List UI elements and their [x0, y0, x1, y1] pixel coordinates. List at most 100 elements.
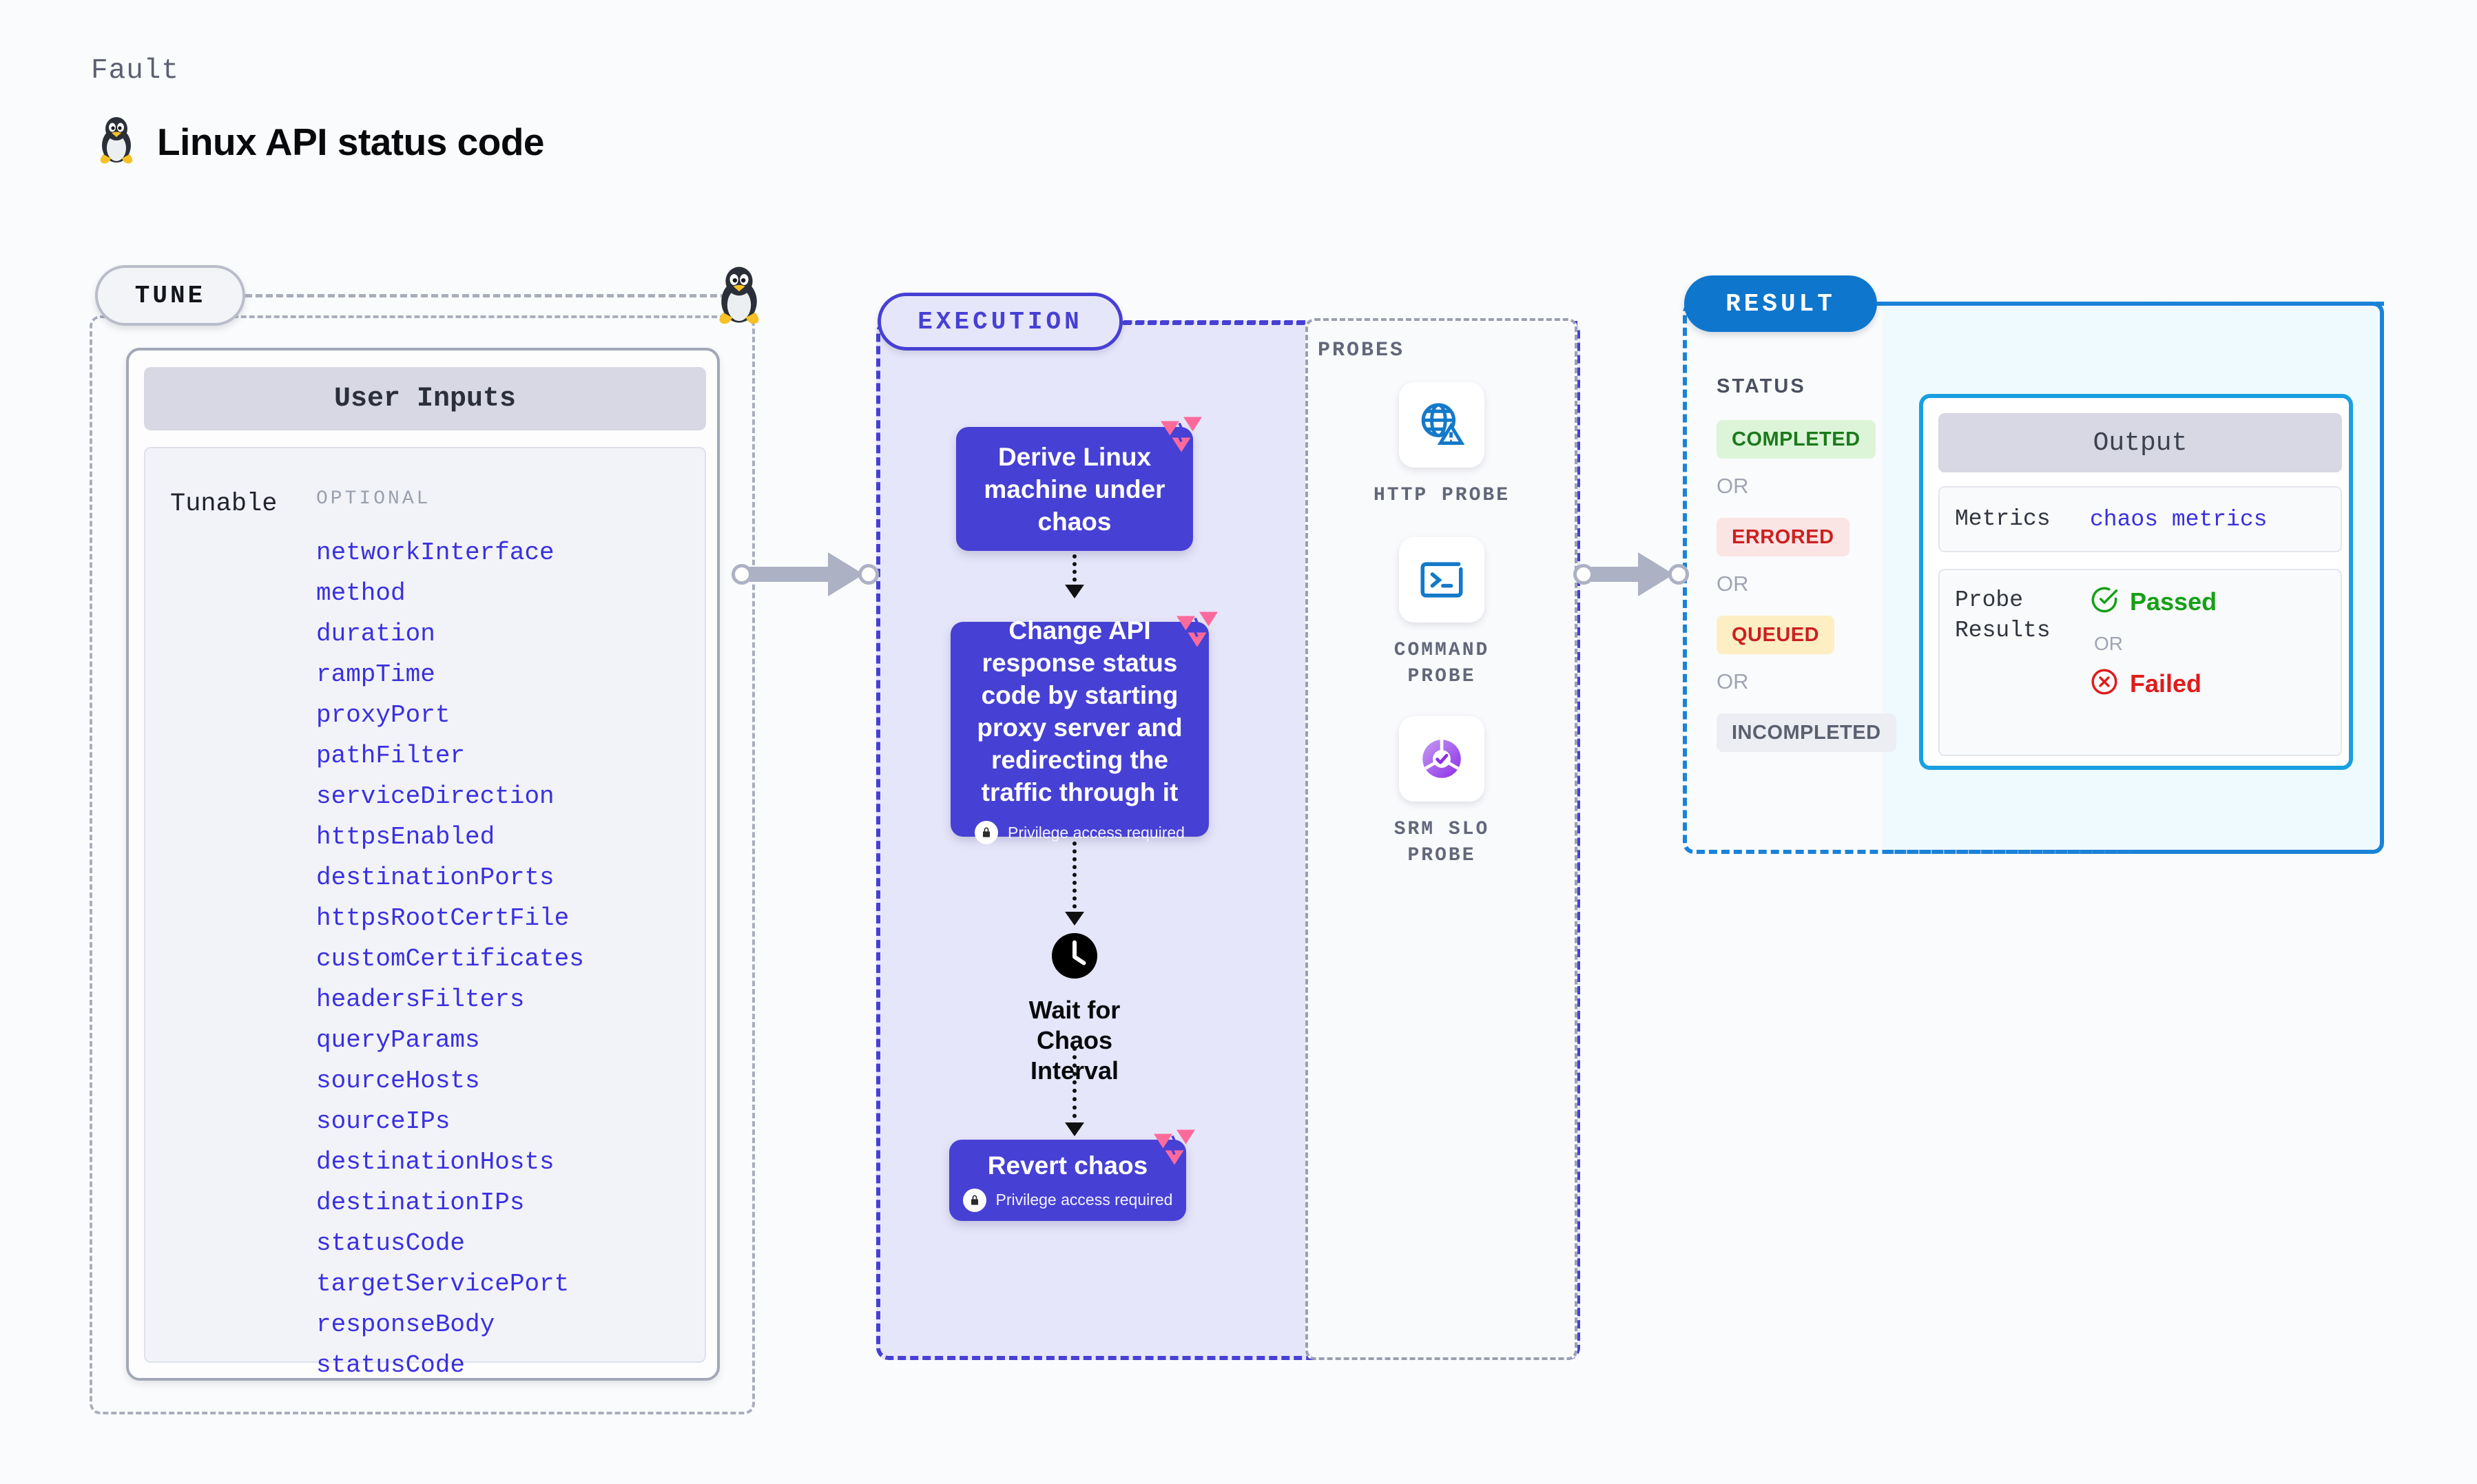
- connector-execution-to-result: [1573, 552, 1689, 596]
- tunable-parameter[interactable]: queryParams: [316, 1026, 480, 1054]
- tunable-parameter[interactable]: networkInterface: [316, 539, 555, 567]
- privilege-notice: Privilege access required: [975, 821, 1185, 844]
- output-title: Output: [1938, 413, 2342, 472]
- tunable-parameter[interactable]: pathFilter: [316, 742, 466, 770]
- tune-section: [90, 315, 755, 1414]
- user-inputs-card: User Inputs Tunable OPTIONAL networkInte…: [126, 348, 720, 1381]
- tunable-parameter[interactable]: duration: [316, 620, 435, 648]
- check-circle-icon: [2090, 585, 2119, 618]
- optional-label: OPTIONAL: [316, 488, 431, 510]
- flow-arrow-2: [1065, 842, 1084, 926]
- privilege-text: Privilege access required: [1008, 823, 1185, 842]
- tunable-parameter[interactable]: targetServicePort: [316, 1270, 570, 1298]
- linux-penguin-icon: [95, 114, 138, 169]
- passed-label: Passed: [2130, 587, 2217, 616]
- tunable-parameter[interactable]: httpsEnabled: [316, 823, 495, 851]
- globe-warning-icon: [1399, 382, 1484, 468]
- arrow-line: [1072, 842, 1077, 924]
- clock-icon: [1050, 931, 1099, 984]
- probe-result-or: OR: [2094, 633, 2123, 654]
- status-or-1: OR: [1717, 474, 1749, 498]
- probe-results-key: Probe Results: [1955, 587, 2051, 643]
- failed-label: Failed: [2130, 669, 2202, 698]
- tunable-parameter[interactable]: method: [316, 579, 406, 607]
- tunable-parameter[interactable]: responseBody: [316, 1310, 495, 1339]
- arrow-line: [1072, 554, 1077, 597]
- probe-label: COMMAND PROBE: [1393, 640, 1490, 687]
- flow-arrow-1: [1065, 554, 1084, 598]
- probe-http[interactable]: HTTP PROBE: [1356, 382, 1528, 509]
- tunable-parameter[interactable]: serviceDirection: [316, 782, 555, 811]
- x-circle-icon: [2090, 667, 2119, 700]
- tunable-label: Tunable: [170, 490, 278, 519]
- execution-step-derive[interactable]: Derive Linux machine under chaos: [956, 417, 1202, 551]
- slo-donut-icon: [1399, 716, 1484, 802]
- terminal-icon: [1399, 537, 1484, 623]
- step-title: Change API response status code by start…: [977, 616, 1183, 806]
- probe-command[interactable]: COMMAND PROBE: [1356, 537, 1528, 690]
- page-title-row: Linux API status code: [95, 114, 545, 169]
- tunable-parameter[interactable]: destinationHosts: [316, 1148, 555, 1176]
- linux-penguin-icon-border: [713, 260, 765, 329]
- tunable-parameter[interactable]: statusCode: [316, 1229, 466, 1257]
- probes-title: PROBES: [1318, 339, 1405, 362]
- output-card: Output Metrics chaos metrics Probe Resul…: [1919, 394, 2353, 770]
- output-metrics-row: Metrics chaos metrics: [1938, 486, 2342, 552]
- status-badge-errored: ERRORED: [1717, 518, 1849, 556]
- status-or-2: OR: [1717, 572, 1749, 596]
- step-title: Derive Linux machine under chaos: [984, 442, 1165, 536]
- arrow-head: [1065, 585, 1084, 598]
- privilege-text: Privilege access required: [995, 1191, 1173, 1209]
- tune-connector-line: [245, 294, 727, 297]
- connector-bar: [749, 567, 831, 582]
- probe-result-passed: Passed: [2090, 585, 2217, 618]
- arrow-line: [1072, 1047, 1077, 1135]
- connector-start-dot: [1573, 564, 1594, 585]
- execution-step-change-status[interactable]: Change API response status code by start…: [951, 612, 1218, 844]
- status-or-3: OR: [1717, 669, 1749, 693]
- connector-start-dot: [732, 564, 752, 585]
- user-inputs-body: Tunable OPTIONAL networkInterface method d…: [144, 447, 706, 1379]
- arrow-head: [1065, 1122, 1084, 1136]
- tunable-parameter[interactable]: sourceHosts: [316, 1067, 480, 1095]
- status-badge-completed: COMPLETED: [1717, 420, 1876, 459]
- connector-arrow-head: [828, 552, 864, 596]
- chaos-mark-icon: [1152, 1127, 1197, 1167]
- tunable-parameter[interactable]: statusCode: [316, 1351, 466, 1379]
- tunable-parameter[interactable]: rampTime: [316, 660, 435, 689]
- tune-pill[interactable]: TUNE: [95, 265, 245, 326]
- probe-label: SRM SLO PROBE: [1393, 819, 1490, 866]
- probe-srm-slo[interactable]: SRM SLO PROBE: [1356, 716, 1528, 869]
- execution-pill[interactable]: EXECUTION: [878, 293, 1123, 351]
- lock-icon: [962, 1188, 986, 1212]
- connector-bar: [1591, 567, 1641, 582]
- tunable-parameter[interactable]: sourceIPs: [316, 1107, 450, 1136]
- chaos-mark-icon: [1174, 609, 1220, 649]
- step-title: Revert chaos: [987, 1151, 1148, 1180]
- connector-tune-to-execution: [732, 552, 879, 596]
- status-title: STATUS: [1717, 375, 1806, 397]
- tunable-parameter[interactable]: customCertificates: [316, 945, 584, 973]
- result-connector-line: [1877, 302, 2384, 306]
- metrics-key: Metrics: [1955, 506, 2051, 532]
- result-pill[interactable]: RESULT: [1684, 275, 1877, 332]
- metrics-value[interactable]: chaos metrics: [2090, 506, 2268, 532]
- privilege-notice: Privilege access required: [962, 1188, 1173, 1212]
- arrow-head: [1065, 912, 1084, 926]
- user-inputs-title: User Inputs: [144, 367, 706, 430]
- tunable-parameter[interactable]: destinationPorts: [316, 864, 555, 892]
- probe-result-failed: Failed: [2090, 667, 2217, 700]
- connector-end-dot: [1668, 564, 1689, 585]
- tunable-parameter[interactable]: destinationIPs: [316, 1189, 525, 1217]
- tunable-parameter[interactable]: httpsRootCertFile: [316, 904, 570, 932]
- tunable-parameter[interactable]: proxyPort: [316, 701, 450, 729]
- output-probe-results-row: Probe Results Passed OR: [1938, 569, 2342, 756]
- lock-icon: [975, 821, 999, 844]
- probe-label: HTTP PROBE: [1373, 485, 1511, 506]
- tunable-parameter-list: networkInterface method duration rampTime pr…: [316, 532, 688, 1386]
- probes-panel: [1305, 318, 1577, 1360]
- status-badge-queued: QUEUED: [1717, 616, 1835, 654]
- execution-step-revert[interactable]: Revert chaos Privilege access required: [949, 1129, 1195, 1221]
- tunable-parameter[interactable]: headersFilters: [316, 985, 525, 1014]
- status-badge-incompleted: INCOMPLETED: [1717, 713, 1896, 752]
